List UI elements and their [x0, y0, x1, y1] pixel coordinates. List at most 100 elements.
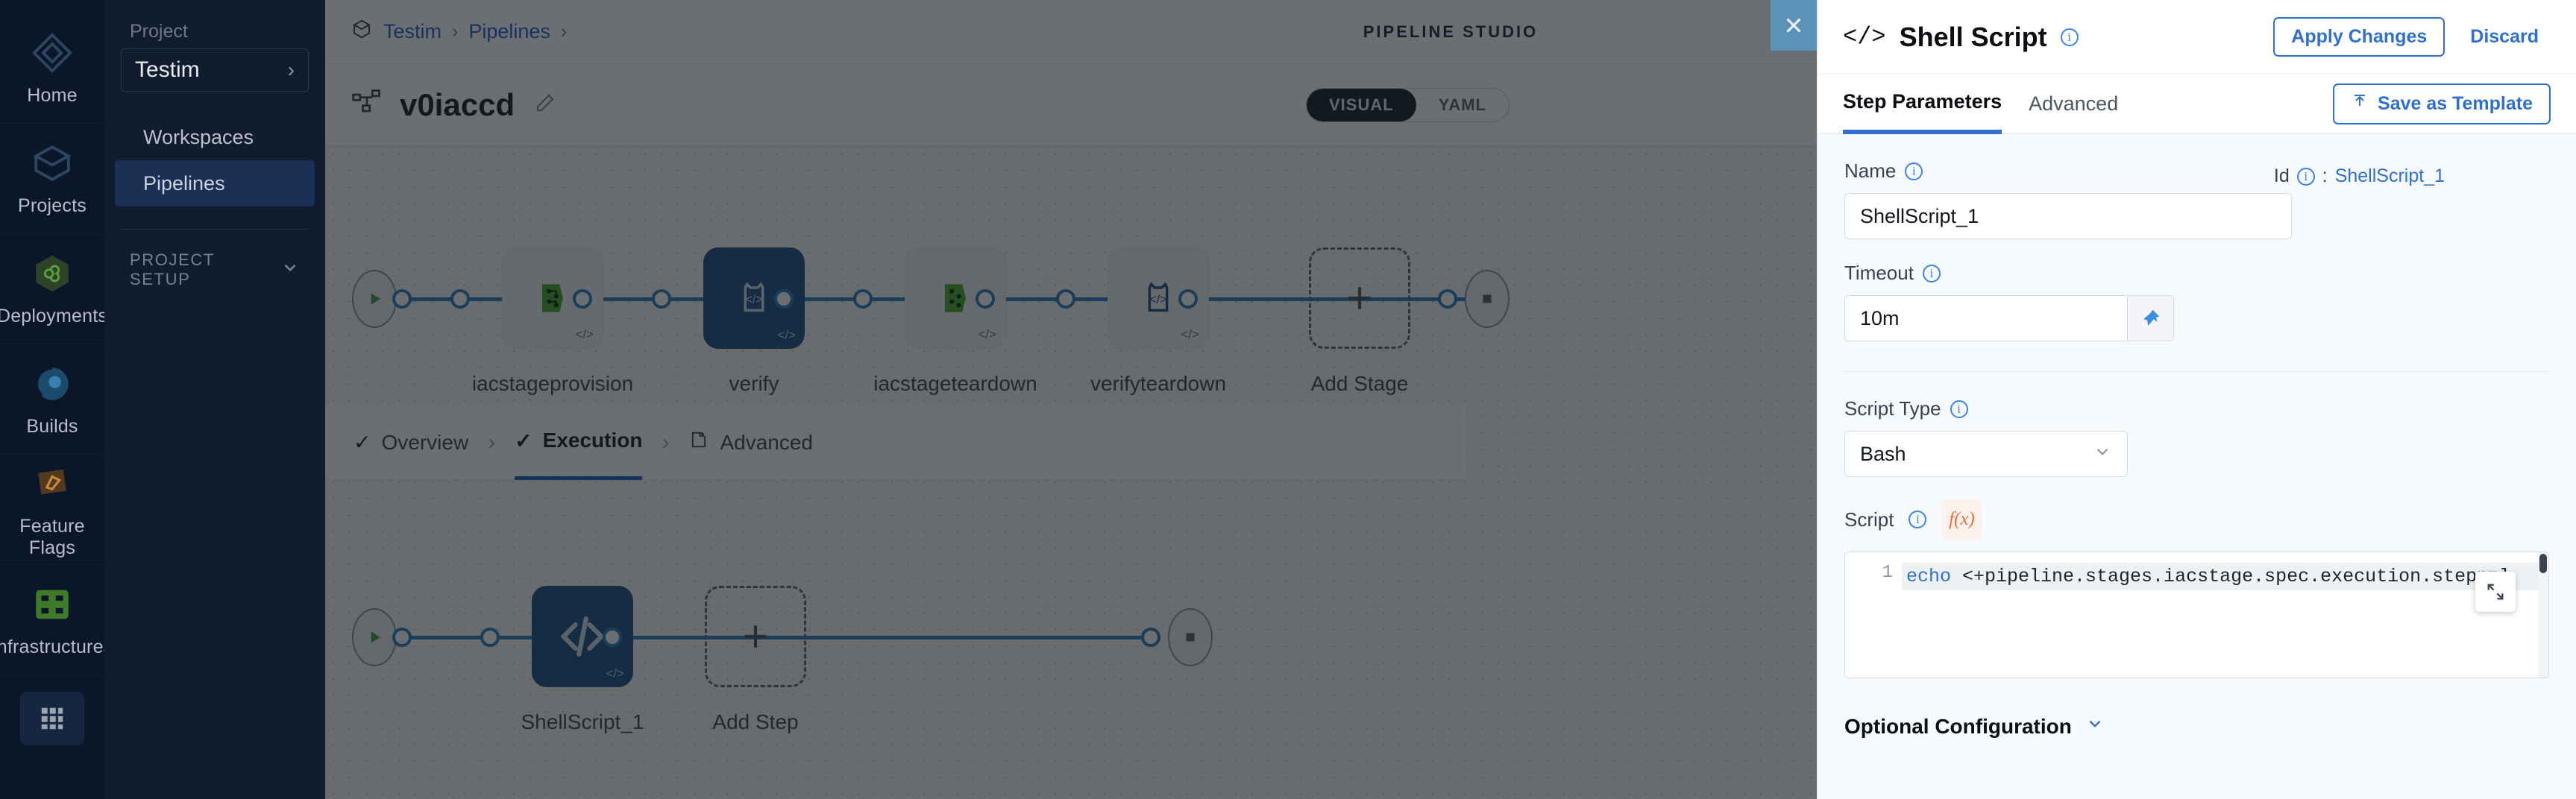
view-mode-toggle[interactable]: VISUAL YAML [1306, 87, 1510, 122]
project-setup-section[interactable]: PROJECT SETUP [104, 250, 325, 289]
breadcrumb-item-project[interactable]: Testim [383, 20, 442, 42]
step-end-node[interactable] [1168, 608, 1213, 666]
id-value[interactable]: ShellScript_1 [2334, 165, 2445, 186]
tab-advanced[interactable]: Advanced [688, 405, 813, 480]
add-step-box[interactable] [705, 586, 806, 687]
editor-code-area[interactable]: echo <+pipeline.stages.iacstage.spec.exe… [1902, 552, 2548, 678]
add-stage-box[interactable] [1309, 247, 1410, 349]
timeout-input-value: 10m [1860, 306, 1900, 329]
pipeline-end-node[interactable] [1465, 270, 1510, 328]
connector-dot [450, 289, 470, 309]
connector-dot [652, 289, 671, 309]
cube-icon [29, 140, 75, 186]
info-icon[interactable]: i [1950, 400, 1968, 418]
script-type-select[interactable]: Bash [1844, 431, 2128, 477]
info-icon[interactable]: i [2296, 167, 2315, 186]
panel-header: </> Shell Script i Apply Changes Discard [1818, 0, 2576, 75]
breadcrumb: Testim › Pipelines › [325, 18, 567, 45]
tab-label-execution: Execution [542, 429, 643, 452]
view-mode-yaml[interactable]: YAML [1438, 95, 1486, 114]
connector-dot [392, 289, 412, 309]
timeout-input[interactable]: 10m [1844, 295, 2128, 341]
connector-dot [1141, 628, 1160, 647]
stage-node-verify[interactable]: </> </> verify [668, 247, 840, 398]
connector-dot [573, 289, 592, 309]
timeout-label-group: Timeout i [1844, 262, 2549, 285]
pipeline-nodes-icon [351, 86, 383, 123]
rail-label-projects: Projects [18, 195, 87, 216]
step-start-node[interactable] [352, 608, 397, 666]
plus-icon [744, 625, 767, 648]
stage-node-iacstageprovision[interactable]: </> iacstageprovision [467, 247, 638, 398]
apps-grid-icon[interactable] [20, 692, 84, 745]
sidebar-item-label-workspaces: Workspaces [143, 125, 254, 148]
code-keyword: echo [1906, 566, 1952, 587]
rail-label-feature-flags: Feature Flags [19, 515, 85, 558]
save-as-template-label: Save as Template [2378, 93, 2533, 114]
stop-icon [1186, 633, 1195, 642]
stage-code-badge: </> [978, 327, 996, 341]
add-stage-button[interactable]: Add Stage [1274, 247, 1445, 398]
step-node-shellscript-1[interactable]: </> ShellScript_1 [497, 586, 668, 736]
rail-item-projects[interactable]: Projects [0, 124, 104, 234]
rail-item-deployments[interactable]: Deployments [0, 234, 107, 344]
save-as-template-button[interactable]: Save as Template [2333, 83, 2551, 124]
pencil-icon[interactable] [534, 92, 556, 118]
tab-advanced[interactable]: Advanced [2029, 92, 2119, 115]
rail-item-builds[interactable]: Builds [0, 344, 104, 455]
apply-changes-button[interactable]: Apply Changes [2273, 17, 2445, 57]
project-selector-value: Testim [135, 57, 200, 82]
pipeline-start-node[interactable] [352, 270, 397, 328]
expand-icon[interactable] [2475, 572, 2516, 612]
connector-dot [1438, 289, 1457, 309]
tab-step-parameters[interactable]: Step Parameters [1843, 75, 2002, 134]
close-panel-button[interactable] [1771, 0, 1817, 51]
project-setup-label: PROJECT SETUP [130, 250, 215, 288]
stage-node-iacstageteardown[interactable]: </> iacstageteardown [870, 247, 1041, 398]
editor-line-numbers: 1 [1845, 552, 1902, 678]
step-label: ShellScript_1 [521, 710, 644, 733]
connector-dot [603, 628, 622, 647]
stage-tabs: ✓ Overview › ✓ Execution › Advanced [325, 405, 1466, 480]
stage-node-verifyteardown[interactable]: </> </> verifyteardown [1072, 247, 1244, 398]
info-icon[interactable]: i [1905, 162, 1923, 180]
build-circle-icon [29, 361, 75, 407]
name-input[interactable]: ShellScript_1 [1844, 193, 2292, 239]
rail-item-feature-flags[interactable]: Feature Flags [0, 455, 104, 565]
editor-scrollbar[interactable] [2538, 552, 2548, 678]
chevron-down-icon [280, 258, 300, 282]
stage-code-badge: </> [1181, 327, 1199, 341]
stage-code-badge: </> [575, 327, 594, 341]
stage-label: verifyteardown [1090, 372, 1227, 395]
script-editor[interactable]: 1 echo <+pipeline.stages.iacstage.spec.e… [1844, 552, 2549, 678]
pin-icon[interactable] [2128, 295, 2174, 341]
add-step-button[interactable]: Add Step [670, 586, 841, 736]
timeout-field-group: 10m [1844, 295, 2549, 341]
tab-overview[interactable]: ✓ Overview [354, 405, 468, 480]
sidebar-item-pipelines[interactable]: Pipelines [115, 160, 315, 206]
breadcrumb-item-pipelines[interactable]: Pipelines [468, 20, 550, 42]
rail-item-home[interactable]: Home [0, 13, 104, 124]
expression-fx-button[interactable]: f(x) [1941, 499, 1982, 540]
tab-label-overview: Overview [381, 430, 469, 454]
tab-execution[interactable]: ✓ Execution [515, 405, 643, 480]
home-diamond-icon [29, 30, 75, 76]
discard-button[interactable]: Discard [2470, 26, 2539, 47]
info-icon[interactable]: i [1909, 511, 1927, 528]
connector-dot [480, 628, 500, 647]
step-id-row: Id i : ShellScript_1 [2274, 165, 2445, 187]
name-label-group: Name i [1844, 160, 1923, 183]
optional-configuration-toggle[interactable]: Optional Configuration [1844, 714, 2549, 739]
verify-icon: </> [744, 282, 764, 312]
info-icon[interactable]: i [2060, 28, 2079, 46]
connector-dot [1178, 289, 1198, 309]
rail-item-infrastructures[interactable]: Infrastructures [0, 565, 113, 675]
verify-icon: </> [1148, 282, 1169, 312]
info-icon[interactable]: i [1922, 264, 1941, 282]
sidebar-item-workspaces[interactable]: Workspaces [115, 114, 315, 160]
project-selector[interactable]: Testim › [121, 48, 309, 92]
view-mode-visual[interactable]: VISUAL [1307, 88, 1416, 121]
add-step-label: Add Step [712, 710, 799, 733]
page-title: v0iaccd [400, 86, 515, 122]
id-label: Id [2273, 165, 2290, 186]
